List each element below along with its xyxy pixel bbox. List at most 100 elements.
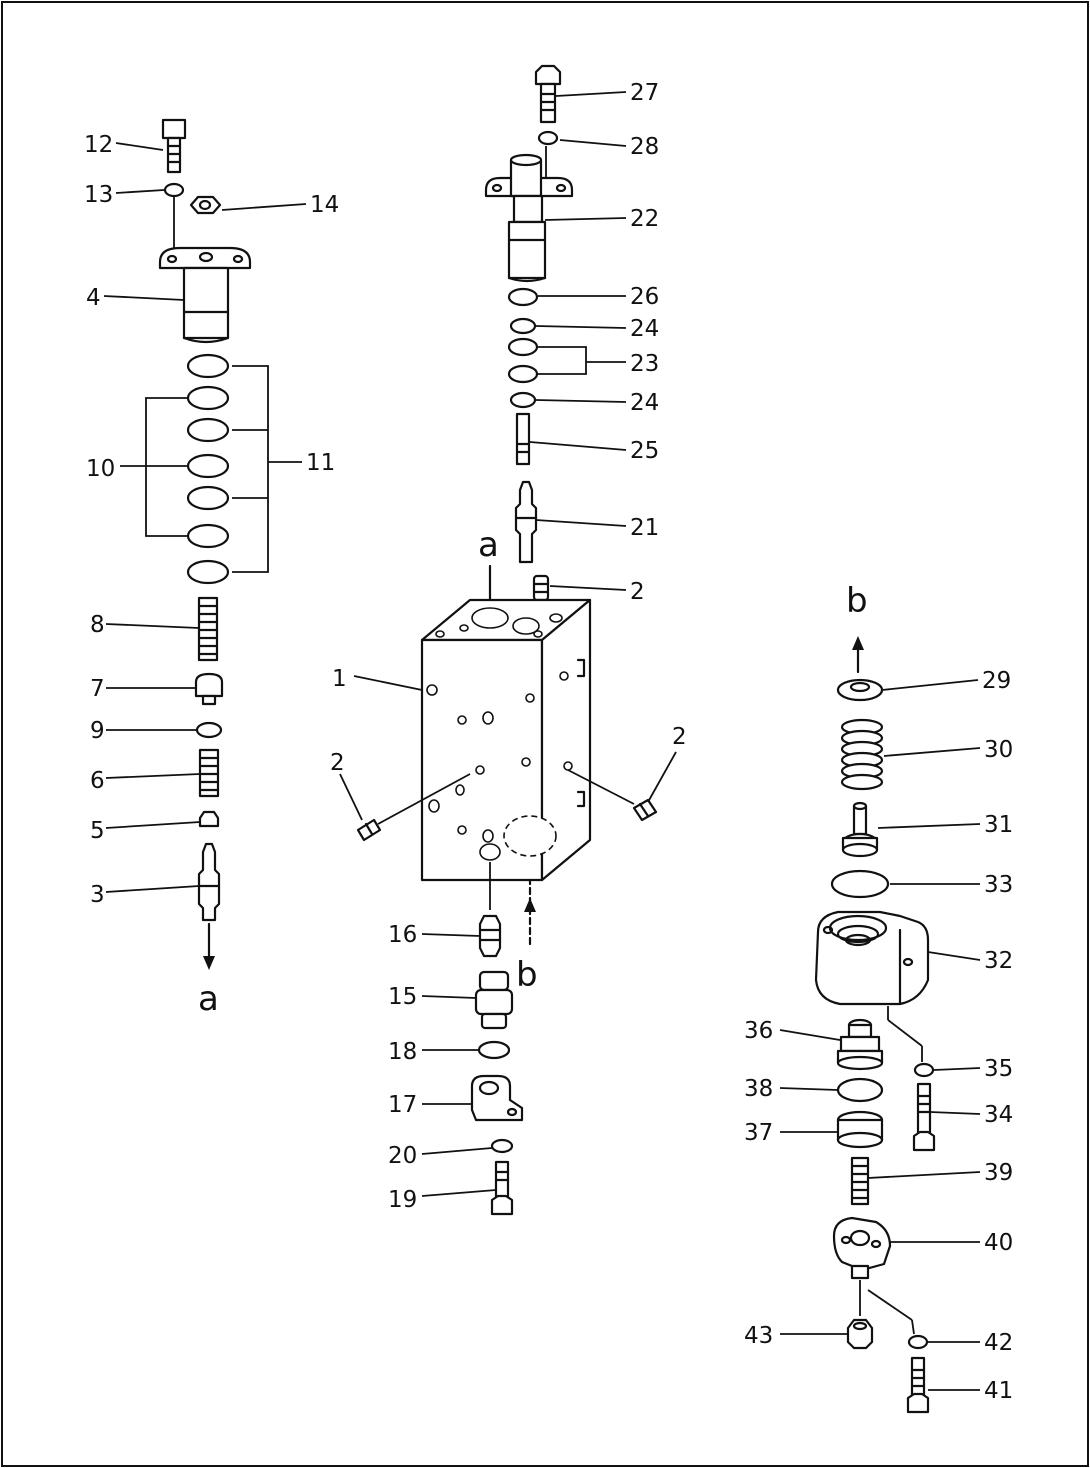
callout-labels: 12 13 14 4 10 11 8 7 9 6 5 3 a 27 28 22 … (84, 80, 1013, 1404)
callout-37: 37 (744, 1120, 773, 1146)
part-14-nut (189, 195, 222, 215)
part-38-o-ring (836, 1077, 884, 1103)
callout-3: 3 (90, 882, 105, 908)
part-1-valve-body (420, 598, 592, 882)
callout-43: 43 (744, 1323, 773, 1349)
part-18-o-ring (477, 1040, 511, 1060)
part-29-retainer (836, 678, 884, 702)
part-37-plug (836, 1110, 884, 1149)
callout-21: 21 (630, 515, 659, 541)
callout-9: 9 (90, 718, 105, 744)
part-9-o-ring (195, 721, 223, 739)
callout-2-left: 2 (330, 750, 345, 776)
part-21-valve (514, 480, 538, 564)
callout-29: 29 (982, 668, 1011, 694)
part-5-seat (198, 810, 220, 828)
callout-36: 36 (744, 1018, 773, 1044)
callout-41: 41 (984, 1378, 1013, 1404)
part-26-ring (507, 287, 539, 307)
callout-1: 1 (332, 666, 347, 692)
part-12-bolt (161, 118, 187, 174)
part-39-spring (850, 1156, 870, 1206)
part-42-washer (907, 1334, 929, 1350)
callout-12: 12 (84, 132, 113, 158)
arrow-to-a-left (203, 922, 215, 970)
callout-39: 39 (984, 1160, 1013, 1186)
part-15-plug (474, 970, 514, 1030)
part-27-bolt (534, 64, 562, 124)
arrow-b-right (852, 636, 864, 674)
callout-23: 23 (630, 351, 659, 377)
part-16-fitting (478, 914, 502, 958)
parts-10-11-seal-rings (186, 353, 230, 585)
flow-marker-a-top: a (478, 525, 499, 565)
callout-27: 27 (630, 80, 659, 106)
callout-16: 16 (388, 922, 417, 948)
leaders-right-assembly (859, 1006, 923, 1335)
callout-6: 6 (90, 768, 105, 794)
part-20-washer (490, 1138, 514, 1154)
callout-5: 5 (90, 818, 105, 844)
part-23-ring-upper (507, 337, 539, 357)
callout-18: 18 (388, 1039, 417, 1065)
flow-marker-a-left: a (198, 979, 219, 1019)
callout-33: 33 (984, 872, 1013, 898)
part-13-washer (163, 182, 185, 198)
part-35-washer (913, 1062, 935, 1078)
part-30-spring (840, 718, 884, 791)
part-23-ring-lower (507, 364, 539, 384)
callout-42: 42 (984, 1330, 1013, 1356)
callout-24-upper: 24 (630, 316, 659, 342)
part-25-pin (515, 412, 531, 466)
part-19-bolt (490, 1160, 514, 1216)
callout-25: 25 (630, 438, 659, 464)
part-43-nut (846, 1318, 874, 1350)
callout-8: 8 (90, 612, 105, 638)
leader-lines (103, 91, 981, 1391)
callout-19: 19 (388, 1187, 417, 1213)
callout-30: 30 (984, 737, 1013, 763)
callout-7: 7 (90, 676, 105, 702)
callout-11: 11 (306, 450, 335, 476)
callout-4: 4 (86, 285, 101, 311)
callout-15: 15 (388, 984, 417, 1010)
callout-34: 34 (984, 1102, 1013, 1128)
part-34-bolt (912, 1082, 936, 1152)
part-40-cover (832, 1216, 892, 1280)
part-24-ring-upper (509, 317, 537, 335)
callout-26: 26 (630, 284, 659, 310)
callout-40: 40 (984, 1230, 1013, 1256)
flow-marker-b-right: b (846, 581, 868, 621)
callout-28: 28 (630, 134, 659, 160)
part-24-ring-lower (509, 391, 537, 409)
part-3-valve (197, 842, 221, 922)
part-6-spring (198, 748, 220, 798)
part-17-cover (470, 1074, 524, 1122)
part-28-washer (537, 130, 559, 146)
callout-10: 10 (86, 456, 115, 482)
part-2-plug-right (567, 769, 658, 822)
callout-24-lower: 24 (630, 390, 659, 416)
part-36-valve-seat (836, 1018, 884, 1071)
callout-35: 35 (984, 1056, 1013, 1082)
callout-22: 22 (630, 206, 659, 232)
part-22-cover-spool (484, 153, 574, 283)
part-33-o-ring (830, 869, 890, 899)
callout-20: 20 (388, 1143, 417, 1169)
flow-marker-b-bottom: b (516, 955, 538, 995)
callout-2-right: 2 (672, 724, 687, 750)
part-41-bolt (906, 1356, 930, 1414)
callout-31: 31 (984, 812, 1013, 838)
callout-2-top: 2 (630, 579, 645, 605)
callout-38: 38 (744, 1076, 773, 1102)
callout-32: 32 (984, 948, 1013, 974)
part-2-plug-top (532, 574, 550, 602)
callout-13: 13 (84, 182, 113, 208)
part-2-plug-left (356, 773, 471, 842)
arrow-b-into-body (524, 878, 536, 946)
callout-14: 14 (310, 192, 339, 218)
part-4-cover (158, 246, 252, 344)
